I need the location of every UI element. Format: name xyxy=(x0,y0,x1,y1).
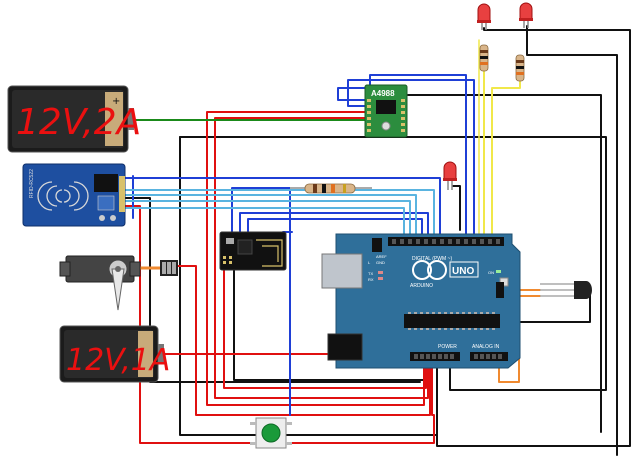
arduino-brand-text: ARDUINO xyxy=(410,283,433,289)
svg-text:+: + xyxy=(112,96,120,107)
a4988-driver: A4988 xyxy=(364,84,408,138)
esp-01-module xyxy=(219,231,287,271)
battery-12v-2a: + 12V,2A xyxy=(7,85,141,153)
battery-top-label: 12V,2A xyxy=(16,102,141,143)
wire-black-a4988-right xyxy=(407,94,602,433)
servo-motor xyxy=(59,255,178,311)
arduino-rx-label: RX xyxy=(368,277,374,282)
arduino-logo-text: UNO xyxy=(452,266,474,277)
wire-cyan-rfid-2 xyxy=(124,194,417,238)
wire-blue-esp-rx xyxy=(239,212,429,238)
temperature-sensor xyxy=(540,281,592,299)
led-middle xyxy=(443,161,457,190)
led-top-right xyxy=(519,2,533,28)
arduino-uno-board: DIGITAL (PWM ~) AREF GND UNO ARDUINO TX … xyxy=(321,233,521,369)
wire-yellow-2 xyxy=(491,79,521,238)
arduino-power-label: POWER xyxy=(438,344,457,350)
wire-black-battery-gnd xyxy=(179,136,607,391)
wire-red-rfid-3v3 xyxy=(124,205,435,444)
arduino-gnd-label: GND xyxy=(376,260,385,265)
push-button xyxy=(250,417,292,449)
battery-12v-1a: 12V,1A xyxy=(59,325,170,383)
wire-red-esp xyxy=(223,242,427,389)
rfid-rc522-module: RFID-RC522 xyxy=(22,163,126,227)
resistor-vertical-right xyxy=(515,54,525,82)
wire-black-rfid-gnd xyxy=(124,197,421,383)
wire-cyan-rfid-3 xyxy=(124,200,411,238)
led-top-left xyxy=(477,3,491,30)
resistor-vertical-left xyxy=(479,44,489,72)
wire-blue-a4988-step xyxy=(337,87,381,101)
arduino-on-label: ON xyxy=(488,270,494,275)
wire-black-led-mid xyxy=(452,185,461,231)
arduino-aref-label: AREF xyxy=(376,254,387,259)
wire-red-servo xyxy=(167,265,431,416)
arduino-digital-label: DIGITAL (PWM ~) xyxy=(412,256,452,262)
wire-blue-esp-tx xyxy=(247,218,423,238)
arduino-analog-label: ANALOG IN xyxy=(472,344,500,350)
wire-black-led-right xyxy=(526,25,618,456)
a4988-label: A4988 xyxy=(371,89,395,98)
wire-blue-button xyxy=(231,187,291,416)
arduino-tx-label: TX xyxy=(368,271,373,276)
wire-black-led-left xyxy=(436,27,631,447)
rfid-label: RFID-RC522 xyxy=(29,169,35,198)
battery-bottom-label: 12V,1A xyxy=(66,343,170,378)
wire-orange-sensor xyxy=(498,289,541,383)
wire-cyan-rfid-4 xyxy=(124,207,405,238)
wire-red-a4988-vmot xyxy=(214,117,429,399)
wire-black-servo xyxy=(179,136,438,436)
resistor-horizontal xyxy=(290,183,372,194)
wire-blue-a4988-dir xyxy=(347,79,475,238)
wire-cyan-rfid-1 xyxy=(124,189,435,238)
arduino-l-label: L xyxy=(368,260,371,265)
wire-blue-rfid-top xyxy=(124,177,441,238)
wire-red-big-loop xyxy=(206,111,425,406)
wires xyxy=(124,25,631,456)
wire-black-sensor xyxy=(517,288,591,359)
